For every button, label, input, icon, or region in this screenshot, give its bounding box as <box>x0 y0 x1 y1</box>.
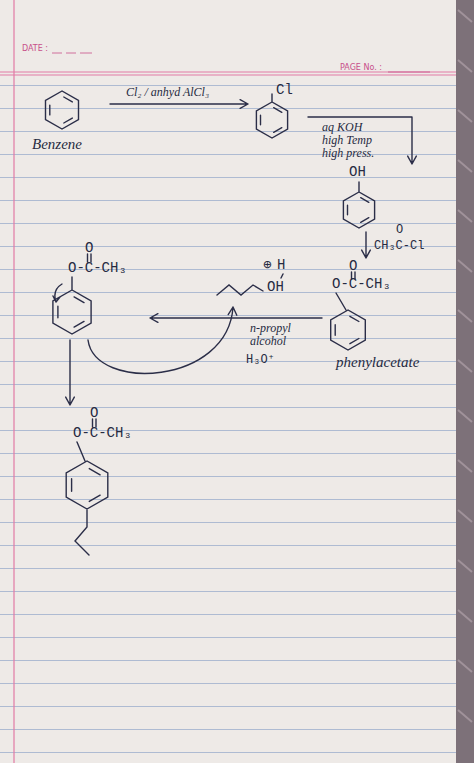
cloth-edge <box>456 0 474 763</box>
atom-label: O <box>85 240 93 256</box>
arrow-line <box>362 232 371 258</box>
molecule-structure: O O-C-CH₃ <box>50 240 150 340</box>
compound-name: phenylacetate <box>336 354 419 370</box>
atom-label: H <box>277 257 285 273</box>
atom-label: Cl <box>276 82 293 98</box>
reagent-label: CH₃C-Cl <box>374 238 424 254</box>
reagent-label: Cl₂ / anhyd AlCl₃ <box>126 86 209 99</box>
cloth-texture <box>458 10 472 722</box>
reaction-arrow <box>88 307 237 373</box>
bond-lines <box>256 94 287 138</box>
bond-lines <box>217 274 283 295</box>
ring-drawing <box>213 255 303 307</box>
bond-lines <box>46 91 79 129</box>
reaction-arrow <box>66 340 75 405</box>
arrow-line <box>308 117 416 164</box>
reaction-arrow <box>110 100 248 109</box>
molecule-structure: ⊕ H OH <box>213 255 303 307</box>
bond-lines <box>343 182 374 228</box>
header-line <box>0 75 456 76</box>
reaction-arrow <box>308 117 416 164</box>
molecule-structure: OH <box>335 164 420 232</box>
printed-header: DATE : <box>22 44 48 54</box>
ring-drawing <box>335 164 420 232</box>
atom-label: O-C-CH₃ <box>332 276 391 292</box>
atom-label: O <box>349 258 357 274</box>
ruled-lines <box>0 84 456 763</box>
reaction-arrow <box>362 232 371 258</box>
printed-header: PAGE No. : <box>340 63 382 73</box>
atom-label: ⊕ <box>263 257 271 273</box>
reagent-label: O <box>396 222 403 238</box>
header-line <box>0 72 456 73</box>
compound-name: Benzene <box>32 136 82 152</box>
arrow-line <box>88 307 237 373</box>
molecule-structure: O O-C-CH₃ phenylacetate <box>322 258 421 372</box>
date-blanks <box>52 53 92 54</box>
ring-drawing <box>50 240 150 340</box>
arrow-line <box>66 340 75 405</box>
reagent-label: aq KOH high Temp high press. <box>322 121 382 160</box>
atom-label: O-C-CH₃ <box>68 260 127 276</box>
molecule-structure: O O-C-CH₃ <box>55 405 145 560</box>
reagent-label: n-propyl alcohol <box>250 322 312 348</box>
atom-label: O-C-CH₃ <box>73 425 132 441</box>
atom-label: O <box>90 405 98 421</box>
molecule-structure: Benzene <box>30 86 110 158</box>
reagent-label: H₃O⁺ <box>246 352 275 368</box>
molecule-structure: Cl <box>248 82 308 142</box>
paper <box>0 0 456 763</box>
atom-label: OH <box>349 164 366 180</box>
margin-line <box>13 0 14 763</box>
atom-label: OH <box>267 279 284 295</box>
page-blank <box>388 72 430 73</box>
arrow-line <box>110 100 248 109</box>
